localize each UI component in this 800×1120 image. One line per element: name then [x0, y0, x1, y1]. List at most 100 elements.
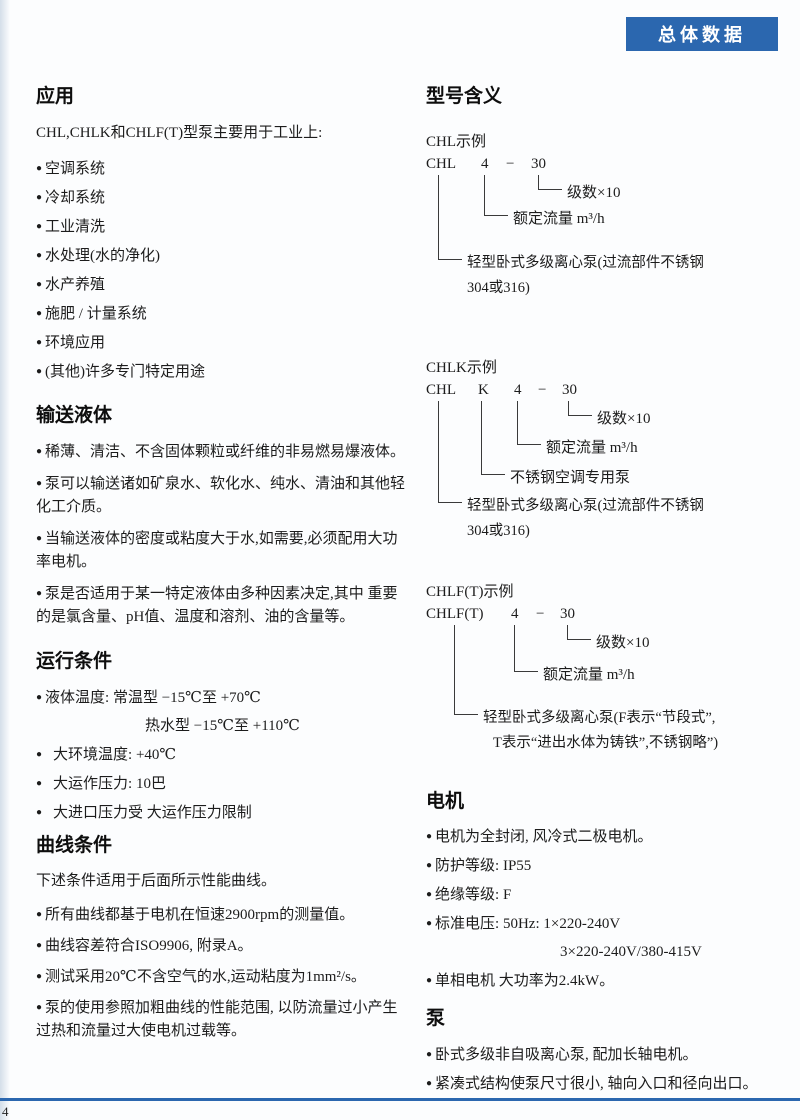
- curves-intro: 下述条件适用于后面所示性能曲线。: [36, 873, 277, 889]
- list-item: ●施肥 / 计量系统: [36, 299, 410, 328]
- model-code-part: 30: [531, 156, 546, 172]
- connector-line: [538, 175, 562, 190]
- motor-item: ●绝缘等级: F: [426, 883, 778, 907]
- operating-item: ●大运作压力: 10巴: [36, 772, 410, 796]
- model-code-part: 4: [481, 156, 489, 172]
- model-description-line: T表示“进出水体为铸铁”,不锈钢略”): [493, 735, 719, 751]
- applications-list: ●空调系统 ●冷却系统 ●工业清洗 ●水处理(水的净化) ●水产养殖 ●施肥 /…: [36, 154, 410, 386]
- model-code-part: −: [506, 156, 515, 172]
- bullet-icon: ●: [36, 162, 43, 174]
- section-operating-conditions: 运行条件 ●液体温度: 常温型 −15℃至 +70℃ 热水型 −15℃至 +11…: [36, 649, 410, 825]
- bullet-icon: ●: [36, 533, 43, 544]
- model-code-part: −: [538, 382, 547, 398]
- applications-intro: CHL,CHLK和CHLF(T)型泵主要用于工业上:: [36, 125, 323, 141]
- section-title-pump: 泵: [426, 1008, 446, 1029]
- motor-item-text: 绝缘等级: F: [435, 887, 512, 903]
- model-code-diagram-chlft: CHLF(T) 4 − 30 级数×10 额定流量 m³/h 轻型卧式多级离心泵…: [426, 606, 778, 766]
- application-item-text: 水产养殖: [45, 276, 106, 293]
- bullet-icon: ●: [426, 1078, 433, 1089]
- bullet-icon: ●: [36, 807, 43, 818]
- model-description-line: 304或316): [467, 280, 530, 296]
- motor-item-text: 防护等级: IP55: [435, 858, 532, 874]
- left-column: 应用 CHL,CHLK和CHLF(T)型泵主要用于工业上: ●空调系统 ●冷却系…: [36, 84, 410, 1050]
- model-code-part: CHL: [426, 156, 456, 172]
- connector-line: [517, 401, 541, 445]
- example-label-chlft: CHLF(T)示例: [426, 584, 514, 600]
- bullet-icon: ●: [426, 889, 433, 900]
- section-model-meaning: 型号含义 CHL示例 CHL 4 − 30 级数×10 额定流量 m³/h 轻型…: [426, 84, 778, 766]
- callout-label: 不锈钢空调专用泵: [510, 470, 631, 486]
- list-item: ●水产养殖: [36, 270, 410, 299]
- model-description-line: 轻型卧式多级离心泵(过流部件不锈钢: [467, 498, 704, 514]
- bullet-icon: ●: [36, 191, 43, 203]
- operating-item-text: 大进口压力受 大运作压力限制: [53, 805, 252, 821]
- pump-item: ●卧式多级非自吸离心泵, 配加长轴电机。: [426, 1043, 778, 1067]
- motor-item: ●单相电机 大功率为2.4kW。: [426, 969, 778, 993]
- list-item: ●工业清洗: [36, 212, 410, 241]
- operating-item-text: 大运作压力: 10巴: [53, 776, 166, 792]
- operating-item: ● 大进口压力受 大运作压力限制: [36, 801, 410, 825]
- curves-item-text: 测试采用20℃不含空气的水,运动粘度为1mm²/s。: [45, 969, 366, 985]
- section-title-motor: 电机: [426, 791, 465, 812]
- liquids-item-text: 泵可以输送诸如矿泉水、软化水、纯水、清油和其他轻化工介质。: [36, 476, 406, 515]
- bullet-icon: ●: [36, 336, 43, 348]
- section-title-curves: 曲线条件: [36, 835, 113, 856]
- application-item-text: (其他)许多专门特定用途: [45, 363, 206, 380]
- model-code-part: CHL: [426, 382, 456, 398]
- bullet-icon: ●: [36, 307, 43, 319]
- section-title-applications: 应用: [36, 86, 75, 107]
- bullet-icon: ●: [36, 971, 43, 982]
- model-description-line: 304或316): [467, 523, 530, 539]
- page-header-tab: 总体数据: [626, 17, 778, 51]
- curves-item: ●测试采用20℃不含空气的水,运动粘度为1mm²/s。: [36, 965, 410, 989]
- example-label-chlk: CHLK示例: [426, 360, 497, 376]
- model-description: 轻型卧式多级离心泵(F表示“节段式”, T表示“进出水体为铸铁”,不锈钢略”): [483, 706, 718, 756]
- list-item: ●空调系统: [36, 154, 410, 183]
- list-item: ●水处理(水的净化): [36, 241, 410, 270]
- bullet-icon: ●: [426, 918, 433, 929]
- callout-label: 额定流量 m³/h: [546, 440, 638, 456]
- operating-item: ●大环境温度: +40℃: [36, 743, 410, 767]
- example-label-chl: CHL示例: [426, 134, 487, 150]
- model-code-part: K: [478, 382, 489, 398]
- bullet-icon: ●: [36, 588, 43, 599]
- bullet-icon: ●: [36, 446, 43, 457]
- section-curve-conditions: 曲线条件 下述条件适用于后面所示性能曲线。 ●所有曲线都基于电机在恒速2900r…: [36, 833, 410, 1043]
- page-number: 4: [2, 1104, 9, 1119]
- motor-item: ●防护等级: IP55: [426, 854, 778, 878]
- liquids-item: ●泵可以输送诸如矿泉水、软化水、纯水、清油和其他轻化工介质。: [36, 472, 410, 519]
- connector-line: [454, 625, 478, 715]
- model-description: 轻型卧式多级离心泵(过流部件不锈钢 304或316): [467, 494, 704, 544]
- bullet-icon: ●: [36, 249, 43, 261]
- bullet-icon: ●: [36, 1002, 43, 1013]
- connector-line: [568, 401, 592, 416]
- liquids-item: ●当输送液体的密度或粘度大于水,如需要,必须配用大功率电机。: [36, 527, 410, 574]
- curves-item: ●曲线容差符合ISO9906, 附录A。: [36, 934, 410, 958]
- model-code-part: 30: [562, 382, 577, 398]
- application-item-text: 冷却系统: [45, 189, 106, 206]
- curves-item: ●泵的使用参照加粗曲线的性能范围, 以防流量过小产生过热和流量过大使电机过载等。: [36, 996, 410, 1043]
- bullet-icon: ●: [36, 749, 43, 760]
- list-item: ●冷却系统: [36, 183, 410, 212]
- operating-item: ●液体温度: 常温型 −15℃至 +70℃: [36, 686, 410, 710]
- callout-label: 额定流量 m³/h: [513, 211, 605, 227]
- model-code-part: 4: [511, 606, 519, 622]
- liquids-item-text: 泵是否适用于某一特定液体由多种因素决定,其中 重要的是氯含量、pH值、温度和溶剂…: [36, 586, 398, 625]
- pump-item-text: 紧凑式结构使泵尺寸很小, 轴向入口和径向出口。: [435, 1076, 758, 1092]
- connector-line: [481, 401, 505, 475]
- connector-line: [484, 175, 508, 216]
- bullet-icon: ●: [426, 860, 433, 871]
- section-applications: 应用 CHL,CHLK和CHLF(T)型泵主要用于工业上: ●空调系统 ●冷却系…: [36, 84, 410, 386]
- connector-line: [567, 625, 591, 640]
- page-header-title: 总体数据: [658, 25, 746, 45]
- bullet-icon: ●: [36, 940, 43, 951]
- bullet-icon: ●: [36, 478, 43, 489]
- model-code-part: 30: [560, 606, 575, 622]
- list-item: ●环境应用: [36, 328, 410, 357]
- model-description: 轻型卧式多级离心泵(过流部件不锈钢 304或316): [467, 251, 704, 301]
- application-item-text: 环境应用: [45, 334, 106, 351]
- callout-label: 级数×10: [596, 635, 650, 651]
- model-code-part: CHLF(T): [426, 606, 484, 622]
- connector-line: [438, 175, 462, 260]
